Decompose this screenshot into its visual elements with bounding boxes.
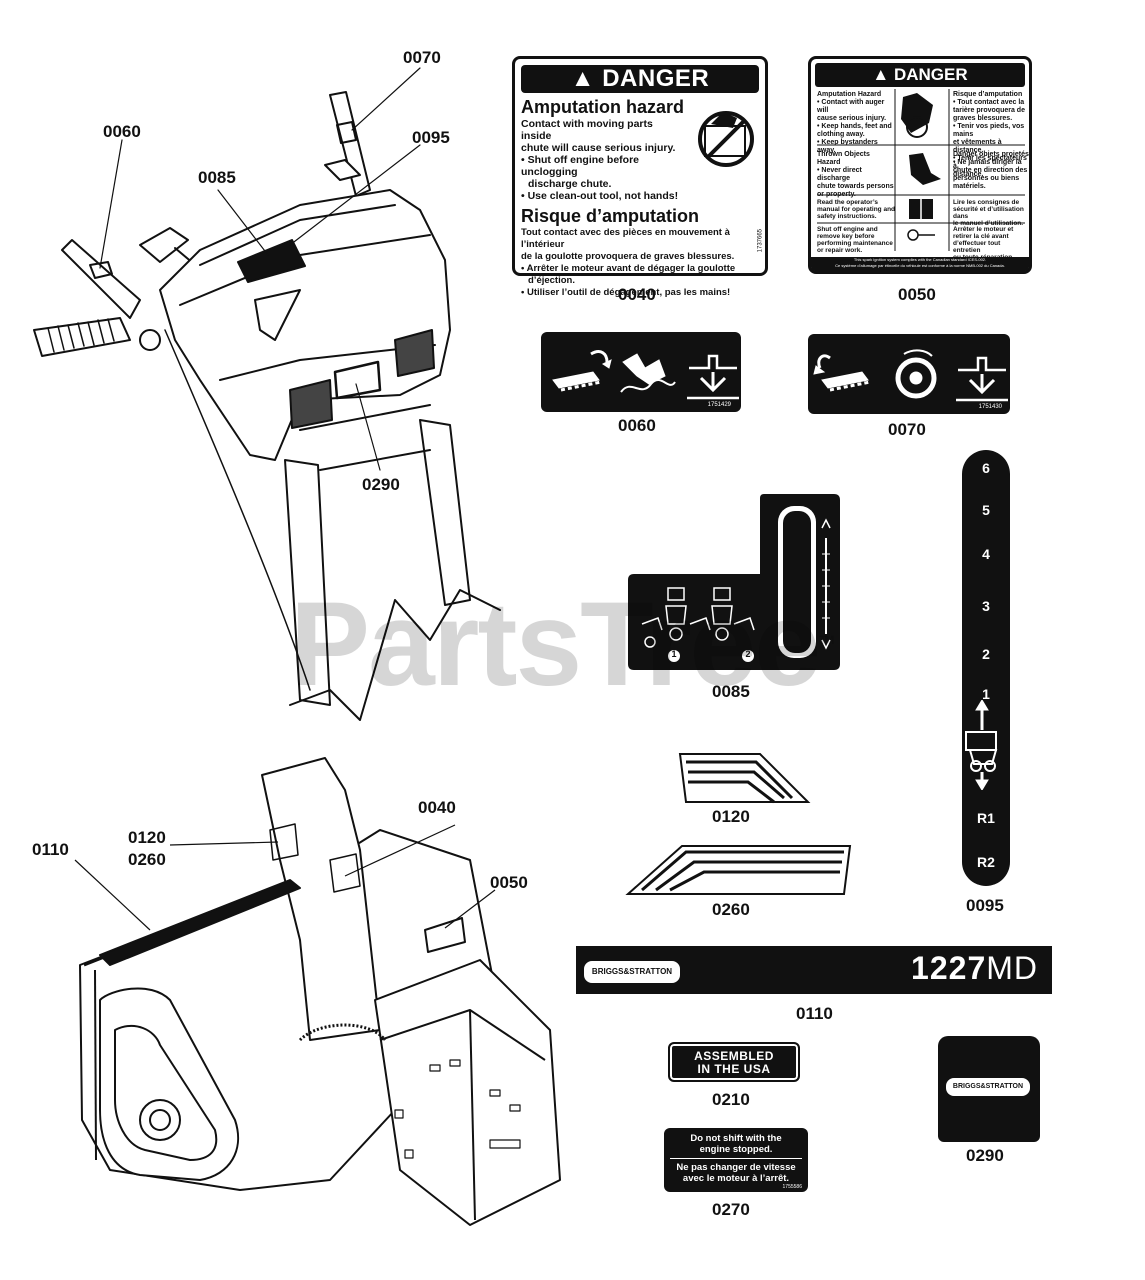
danger-heading: ▲ DANGER: [521, 65, 759, 93]
callout-0070-decal: 0070: [888, 420, 926, 439]
model-decal-0110: BRIGGS&STRATTON 1227MD: [576, 946, 1052, 994]
assembled-usa-decal-0210: ASSEMBLED IN THE USA: [668, 1042, 800, 1082]
callout-0120-lower: 0120: [128, 828, 166, 847]
drive-engage-icons: [813, 349, 1008, 402]
callout-0060-decal: 0060: [618, 416, 656, 435]
auger-engage-icons: [552, 350, 739, 400]
callout-0290-decal: 0290: [966, 1146, 1004, 1165]
stripe-decal-0260: [625, 845, 852, 895]
stripe-decal-0120: [678, 753, 811, 804]
warning-triangle-icon: ▲: [570, 65, 603, 92]
key-icon: [907, 229, 919, 241]
callout-0095: 0095: [412, 128, 450, 147]
drive-control-decal-0070: 1751430: [808, 334, 1010, 414]
gear-icon: [644, 636, 656, 648]
snowthrower-forward-reverse-icon: [965, 700, 998, 790]
decal-grid-lines: [817, 89, 1025, 251]
briggs-stratton-logo: BRIGGS&STRATTON: [946, 1078, 1030, 1096]
callout-0270-decal: 0270: [712, 1200, 750, 1219]
callout-0210-decal: 0210: [712, 1090, 750, 1109]
callout-0085-decal: 0085: [712, 682, 750, 701]
callout-0095-decal: 0095: [966, 896, 1004, 915]
callout-0040-lower: 0040: [418, 798, 456, 817]
shift-panel-decal-0085: [628, 494, 840, 670]
speed-selector-decal-0095: 6 5 4 3 2 1 R1 R2: [962, 450, 1010, 886]
partstree-watermark: PartsTreeTM: [290, 577, 834, 711]
auger-hazard-icon: [901, 93, 933, 133]
thrown-objects-icon: [909, 153, 941, 185]
shift-warning-decal-0270: Do not shift with the engine stopped. Ne…: [664, 1128, 808, 1192]
callout-0260-decal: 0260: [712, 900, 750, 919]
callout-0050-top: 0050: [898, 285, 936, 304]
callout-0070: 0070: [403, 48, 441, 67]
callout-0085: 0085: [198, 168, 236, 187]
callout-0060: 0060: [103, 122, 141, 141]
hand-in-chute-prohibited-icon: [698, 111, 754, 167]
warning-triangle-icon: ▲: [872, 65, 894, 84]
callout-0110-decal: 0110: [796, 1004, 833, 1023]
auger-control-decal-0060: 1751429: [541, 332, 741, 412]
callout-0120-decal: 0120: [712, 807, 750, 826]
danger-decal-0040: ▲ DANGER Amputation hazard Contact with …: [512, 56, 768, 298]
briggs-stratton-logo: BRIGGS&STRATTON: [584, 961, 680, 983]
callout-0040-top: 0040: [618, 285, 656, 304]
callout-0260-lower: 0260: [128, 850, 166, 869]
briggs-decal-0290: BRIGGS&STRATTON: [938, 1036, 1040, 1142]
callout-0050-lower: 0050: [490, 873, 528, 892]
callout-0110-lower: 0110: [32, 840, 69, 859]
callout-0290: 0290: [362, 475, 400, 494]
danger-decal-0050: ▲ DANGER Amputation Hazard • Contact wit…: [808, 56, 1032, 274]
